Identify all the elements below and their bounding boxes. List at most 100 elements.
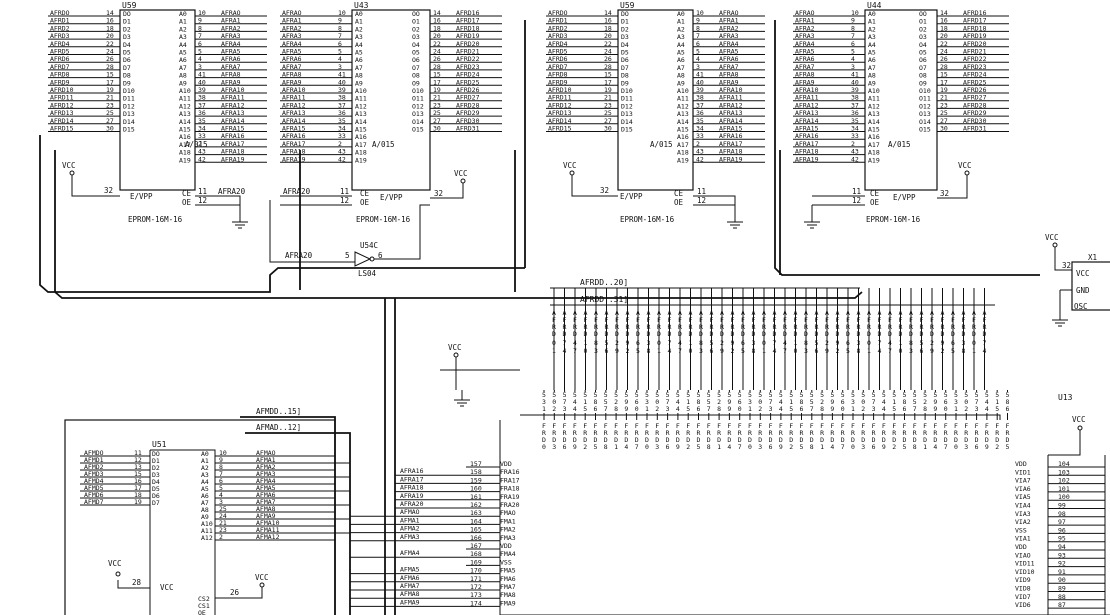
pin-number-digit: 2 — [820, 398, 824, 406]
bus-label-afrd-a: AFRDD..20] — [580, 278, 628, 287]
pin-number: 24 — [106, 48, 114, 56]
pin-name: A4 — [677, 41, 685, 49]
pin-sig-char: D — [727, 436, 731, 444]
pin-sig-char: F — [892, 422, 896, 430]
pin-number-digit: 9 — [727, 405, 731, 413]
net-label: AFMA6 — [400, 574, 420, 582]
pin-number: 35 — [851, 117, 859, 125]
pin-sig-char: D — [820, 436, 824, 444]
pin-sig-char: F — [769, 422, 773, 430]
pin-sig-char: R — [758, 429, 762, 437]
pin-number: 24 — [433, 48, 441, 56]
pin-name: O11 — [919, 95, 931, 103]
pin-number-digit: 2 — [655, 405, 659, 413]
pin-number-digit: 3 — [975, 405, 979, 413]
pin-number-digit: 5 — [810, 398, 814, 406]
pin-name: DO — [152, 450, 160, 458]
net-label: AFRA16 — [282, 132, 306, 140]
pin-number-digit: 7 — [810, 405, 814, 413]
pin-number-digit: 2 — [923, 398, 927, 406]
net-label: AFRA18 — [795, 148, 819, 156]
pin-sig-char: R — [985, 429, 989, 437]
pin-number: 37 — [851, 101, 859, 109]
pin-name: OO — [412, 10, 420, 18]
pin-name: A2 — [868, 25, 876, 33]
pin-number-digit: 5 — [789, 405, 793, 413]
pin-number: 14 — [106, 9, 114, 17]
net-label: AFRDO — [548, 9, 568, 17]
pin-name: D5 — [621, 49, 629, 57]
pin-number: 28 — [940, 63, 948, 71]
pin-number: 5 — [219, 484, 223, 492]
pin-name: O12 — [412, 102, 424, 110]
pin-number-digit: 5 — [758, 391, 762, 399]
net-label: AFRA5 — [221, 48, 241, 56]
pin-name: D5 — [152, 485, 160, 493]
pin-sig-char: D — [830, 436, 834, 444]
pin-sig-char: R — [913, 429, 917, 437]
pin-sig-char: F — [594, 422, 598, 430]
pin-sig-char: F — [717, 422, 721, 430]
pin-number: 34 — [338, 125, 346, 133]
pin-sig-digit: 9 — [573, 443, 577, 451]
chip-ref: U59 — [620, 1, 635, 10]
net-label: AFRD25 — [963, 78, 987, 86]
pin-number-digit: 2 — [964, 405, 968, 413]
pin-number-digit: 5 — [686, 391, 690, 399]
net-label: AFRA8 — [719, 71, 739, 79]
pin-number: 18 — [604, 24, 612, 32]
net-label: AFRA19 — [795, 155, 819, 163]
net-label: AFRA16 — [221, 132, 245, 140]
pin-signal: VID7 — [1015, 593, 1031, 601]
net-label: AFRD18 — [963, 24, 987, 32]
chip-type: EPROM-16M-16 — [866, 215, 921, 224]
pin-signal: VIA6 — [1015, 485, 1031, 493]
pin-sig-char: D — [614, 436, 618, 444]
net-label: AFRA7 — [221, 63, 241, 71]
pin-number-digit: 2 — [552, 405, 556, 413]
bus-outline-inner — [39, 135, 525, 293]
pin-name: A11 — [868, 95, 880, 103]
pin-number: 15 — [604, 71, 612, 79]
net-label: AFMD6 — [84, 491, 104, 499]
pin-signal: FMA6 — [500, 575, 516, 583]
pin-number: 3 — [198, 63, 202, 71]
svg-text:OSC: OSC — [1074, 302, 1088, 311]
pin-sig-char: R — [542, 429, 546, 437]
pin-number-digit: 2 — [614, 398, 618, 406]
pin-number: 36 — [696, 109, 704, 117]
pin-sig-digit: 6 — [563, 443, 567, 451]
pin-number: 23 — [219, 526, 227, 534]
pin-signal: VDD — [500, 460, 512, 468]
pin-number: 39 — [198, 86, 206, 94]
bus-line — [240, 416, 336, 615]
net-label: AFRA19 — [221, 155, 245, 163]
pin-number: 11 — [134, 449, 142, 457]
pin-sig-char: R — [892, 429, 896, 437]
pin-sig-char: F — [779, 422, 783, 430]
pin-number-digit: 5 — [779, 391, 783, 399]
ground-symbols — [232, 205, 1068, 407]
pin-name: A1 — [355, 18, 363, 26]
pin-signal: FRA20 — [500, 501, 520, 509]
pin-name: O2 — [412, 25, 420, 33]
pin-signal: FMA4 — [500, 550, 516, 558]
pin-number: 15 — [134, 470, 142, 478]
pin-number-digit: 7 — [913, 405, 917, 413]
net-label: AFRDO — [50, 9, 70, 17]
pin-sig-char: R — [851, 429, 855, 437]
net-label: AFRD13 — [548, 109, 572, 117]
pin-number: 36 — [198, 109, 206, 117]
chip-ref: U51 — [152, 440, 167, 449]
pin-name: A10 — [868, 87, 880, 95]
pin-number: 18 — [940, 24, 948, 32]
pin-name: A17 — [355, 141, 367, 149]
pin-sig-digit: 4 — [727, 443, 731, 451]
pin-signal: FRA18 — [500, 485, 520, 493]
pin-name: A10 — [179, 87, 191, 95]
pin-sig-char: F — [954, 422, 958, 430]
pin-sig-char: D — [655, 436, 659, 444]
net-label: AFMA10 — [256, 519, 280, 527]
chip-body — [351, 9, 431, 191]
pin-number-digit: 5 — [594, 391, 598, 399]
